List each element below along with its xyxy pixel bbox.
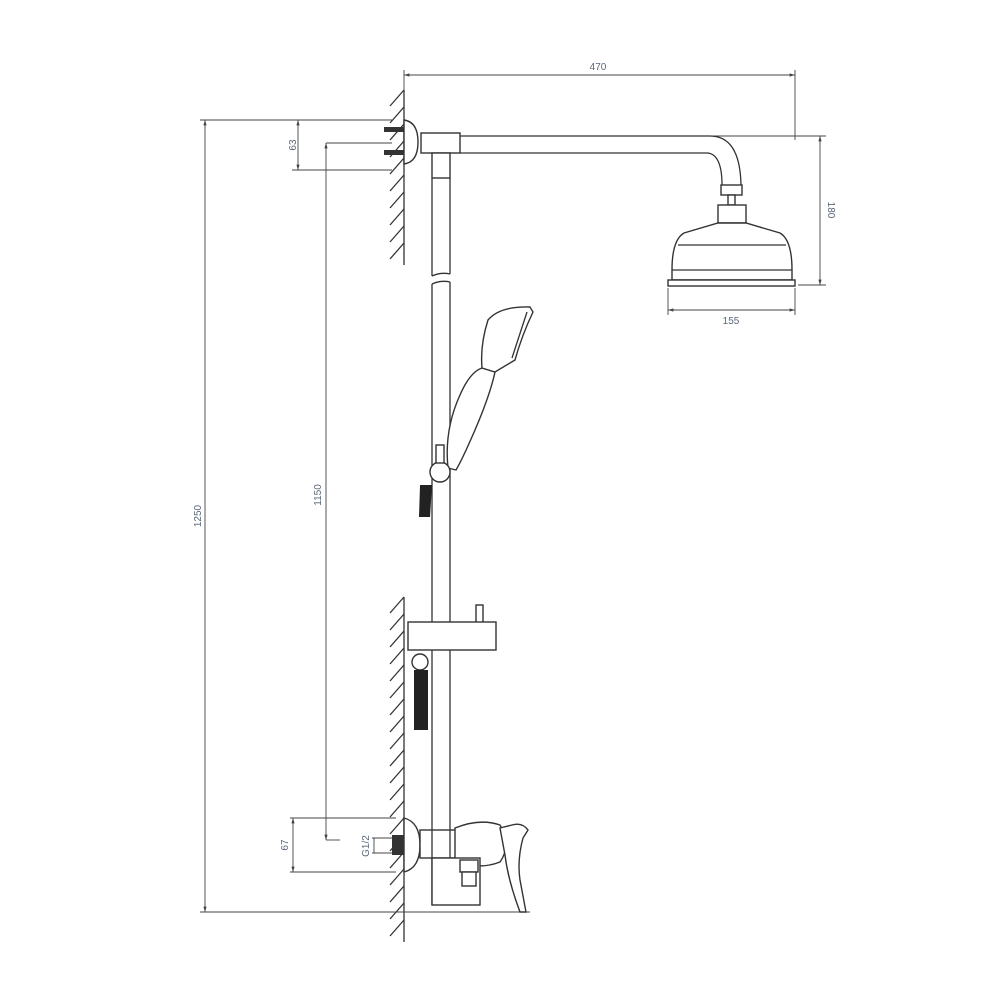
dimension-63: 63	[288, 119, 392, 171]
wall-hatch-line	[389, 208, 405, 226]
wall-hatch-line	[389, 749, 405, 767]
dimension-label-180: 180	[825, 202, 836, 219]
dimension-67: 67	[280, 817, 396, 873]
shower-mixer	[392, 817, 529, 913]
wall-outlet-top	[384, 119, 419, 165]
dimension-label-155: 155	[723, 316, 740, 327]
hand-shower	[419, 306, 534, 517]
thread-label: G1/2	[361, 835, 372, 857]
wall-hatch-line	[389, 817, 405, 835]
dimension-label-63: 63	[288, 139, 299, 151]
dimension-label-67: 67	[280, 839, 291, 851]
wall-hatch-line	[389, 225, 405, 243]
dimension-180: 180	[712, 135, 836, 286]
wall-hatch-line	[389, 868, 405, 886]
wall-hatch-line	[389, 242, 405, 260]
wall-hatch-line	[389, 783, 405, 801]
shower-arm	[460, 135, 743, 206]
wall-hatch-line	[389, 681, 405, 699]
wall-hatch-line	[389, 89, 405, 107]
upper-wall	[389, 89, 405, 265]
thread-dimension: G1/2	[361, 835, 392, 857]
wall-hatch-line	[389, 902, 405, 920]
dimension-470: 470	[403, 62, 796, 140]
wall-hatch-line	[389, 157, 405, 175]
dimension-label-470: 470	[590, 62, 607, 73]
lower-wall	[389, 596, 405, 942]
wall-hatch-line	[389, 191, 405, 209]
wall-hatch-line	[389, 630, 405, 648]
wall-hatch-line	[389, 698, 405, 716]
dimension-label-1150: 1150	[313, 484, 324, 506]
wall-hatch-line	[389, 715, 405, 733]
wall-hatch-line	[389, 664, 405, 682]
wall-hatch-line	[389, 596, 405, 614]
wall-hatch-line	[389, 647, 405, 665]
dimension-label-1250: 1250	[193, 504, 204, 527]
riser-rail	[420, 132, 461, 905]
overhead-shower-head	[667, 204, 796, 287]
wall-hatch-line	[389, 885, 405, 903]
wall-hatch-line	[389, 919, 405, 937]
wall-hatch-line	[389, 766, 405, 784]
wall-hatch-line	[389, 732, 405, 750]
dimension-155: 155	[667, 288, 796, 327]
dimension-1250: 1250	[193, 119, 530, 913]
wall-hatch-line	[389, 800, 405, 818]
lower-bracket	[407, 604, 497, 730]
dimension-1150: 1150	[313, 142, 392, 841]
wall-hatch-line	[389, 174, 405, 192]
wall-hatch-line	[389, 106, 405, 124]
wall-hatch-line	[389, 613, 405, 631]
